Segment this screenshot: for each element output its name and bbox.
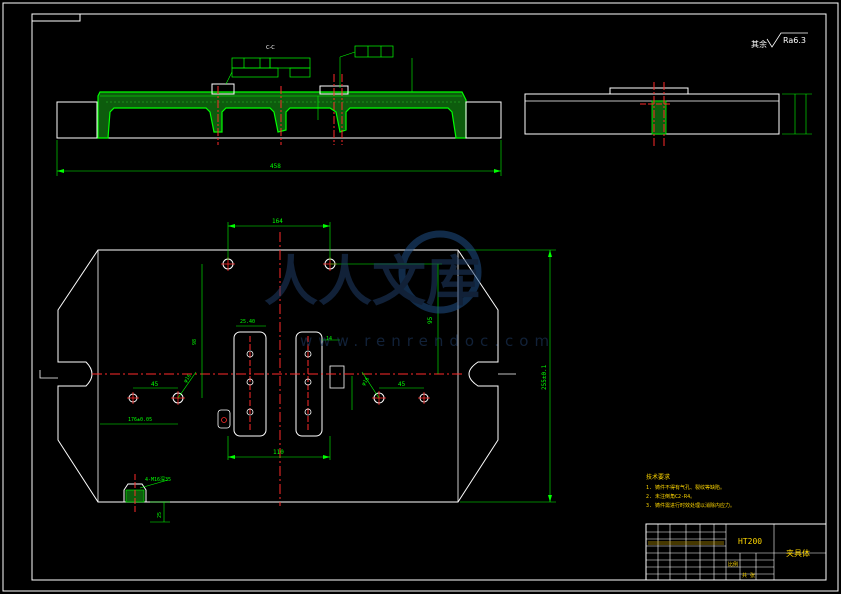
watermark-url: www.renrendoc.com (300, 332, 555, 350)
slot-spacing-dim: 110 (273, 449, 284, 456)
tech-req-item-3: 3. 铸件需进行时效处理以消除内应力。 (646, 502, 735, 509)
hole-right-outer (418, 392, 430, 404)
scale-label: 比例 (728, 561, 738, 568)
part-name: 夹具体 (786, 548, 810, 558)
hole-spec-dim: 4-M16深35 (145, 476, 171, 483)
tech-req-item-2: 2. 未注倒角C2-R4。 (646, 493, 695, 500)
vert-mid-dim: 98 (192, 339, 198, 345)
left-pitch-dim: 45 (151, 381, 159, 388)
bottom-detail: 4-M16深35 25 (123, 474, 171, 523)
vert-offset-dim: 95 (427, 316, 434, 324)
tech-req-item-1: 1. 铸件不得有气孔、裂纹等缺陷。 (646, 484, 725, 491)
overall-height-dim: 255±0.1 (541, 364, 548, 390)
material-label: HT200 (738, 537, 762, 546)
left-hole-dim: 176±0.05 (128, 417, 152, 423)
title-block: HT200 夹具体 比例 共 张 (645, 523, 827, 581)
small-dim: 14 (326, 336, 332, 342)
corner-code-box (31, 13, 81, 22)
watermark-brand: 人人文库 (264, 250, 480, 313)
watermark: 人人文库 www.renrendoc.com (264, 230, 555, 350)
left-slot (233, 331, 267, 437)
angle-left-dim: φ16 (183, 373, 193, 384)
overall-length-dim: 458 (270, 163, 281, 170)
top-spacing-dim: 164 (272, 218, 283, 225)
angle-right-dim: φ16 (361, 376, 371, 387)
hole-slot-a (221, 350, 312, 423)
roughness-note: 其余 (751, 39, 767, 49)
sheet-label: 共 张 (742, 572, 755, 579)
slot-width-dim: 25.40 (240, 319, 255, 325)
section-label: C-C (266, 45, 275, 51)
tech-req-title: 技术要求 (646, 473, 670, 481)
hole-left-outer (127, 392, 139, 404)
inner-border (31, 13, 827, 581)
depth-dim: 25 (157, 512, 163, 518)
roughness-value: Ra6.3 (783, 36, 806, 45)
roughness-symbol: 其余 Ra6.3 (751, 32, 808, 49)
front-section-view: 458 C-C (56, 45, 502, 176)
right-pitch-dim: 45 (398, 381, 406, 388)
side-view (524, 82, 812, 146)
plan-view: 164 110 45 45 176±0.05 98 95 255±0.1 25.… (39, 218, 556, 506)
technical-requirements: 技术要求 1. 铸件不得有气孔、裂纹等缺陷。 2. 未注倒角C2-R4。 3. … (646, 473, 735, 509)
right-slot (295, 331, 323, 437)
